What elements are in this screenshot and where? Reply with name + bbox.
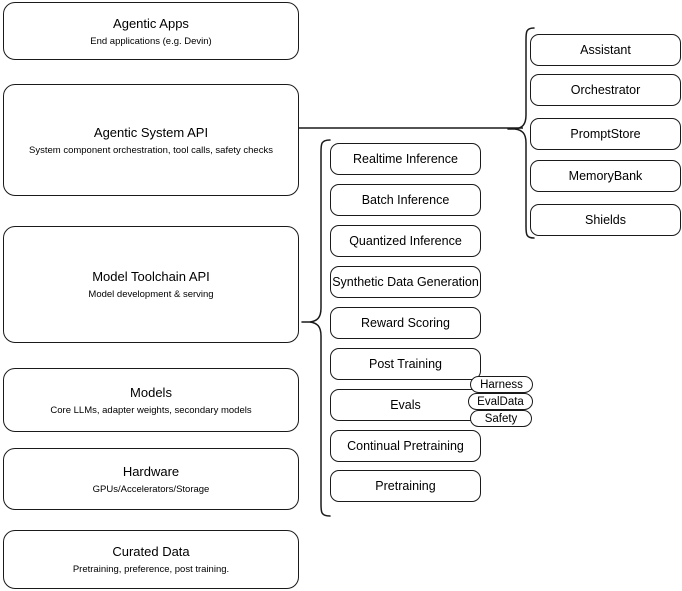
component-continual-pretraining[interactable]: Continual Pretraining (330, 430, 481, 462)
component-memorybank[interactable]: MemoryBank (530, 160, 681, 192)
layer-curated-data[interactable]: Curated Data Pretraining, preference, po… (3, 530, 299, 589)
evals-subcomponent-harness[interactable]: Harness (470, 376, 533, 393)
layer-title: Models (130, 384, 172, 400)
component-post-training[interactable]: Post Training (330, 348, 481, 380)
component-quantized-inference[interactable]: Quantized Inference (330, 225, 481, 257)
layer-agentic-apps[interactable]: Agentic Apps End applications (e.g. Devi… (3, 2, 299, 60)
component-pretraining[interactable]: Pretraining (330, 470, 481, 502)
component-reward-scoring[interactable]: Reward Scoring (330, 307, 481, 339)
component-evals[interactable]: Evals (330, 389, 481, 421)
layer-subtitle: Core LLMs, adapter weights, secondary mo… (50, 404, 252, 416)
layer-agentic-system-api[interactable]: Agentic System API System component orch… (3, 84, 299, 196)
layer-title: Hardware (122, 463, 180, 479)
layer-title: Agentic System API (93, 124, 209, 140)
layer-subtitle: Pretraining, preference, post training. (72, 564, 230, 575)
component-batch-inference[interactable]: Batch Inference (330, 184, 481, 216)
layer-model-toolchain-api[interactable]: Model Toolchain API Model development & … (3, 226, 299, 343)
layer-models[interactable]: Models Core LLMs, adapter weights, secon… (3, 368, 299, 432)
brace-system-components (507, 26, 538, 242)
connector-system-api-to-components (299, 118, 525, 140)
layer-hardware[interactable]: Hardware GPUs/Accelerators/Storage (3, 448, 299, 510)
layer-title: Model Toolchain API (92, 269, 210, 284)
component-assistant[interactable]: Assistant (530, 34, 681, 66)
layer-title: Curated Data (112, 544, 190, 559)
layer-subtitle: System component orchestration, tool cal… (29, 144, 273, 156)
component-promptstore[interactable]: PromptStore (530, 118, 681, 150)
layer-subtitle: GPUs/Accelerators/Storage (92, 483, 210, 495)
layer-subtitle: End applications (e.g. Devin) (90, 35, 212, 47)
brace-model-toolchain (299, 138, 333, 520)
evals-subcomponent-safety[interactable]: Safety (470, 410, 532, 427)
layer-subtitle: Model development & serving (88, 289, 214, 300)
evals-subcomponent-evaldata[interactable]: EvalData (468, 393, 533, 410)
component-orchestrator[interactable]: Orchestrator (530, 74, 681, 106)
component-synthetic-data-generation[interactable]: Synthetic Data Generation (330, 266, 481, 298)
component-realtime-inference[interactable]: Realtime Inference (330, 143, 481, 175)
layer-title: Agentic Apps (113, 15, 189, 31)
component-shields[interactable]: Shields (530, 204, 681, 236)
